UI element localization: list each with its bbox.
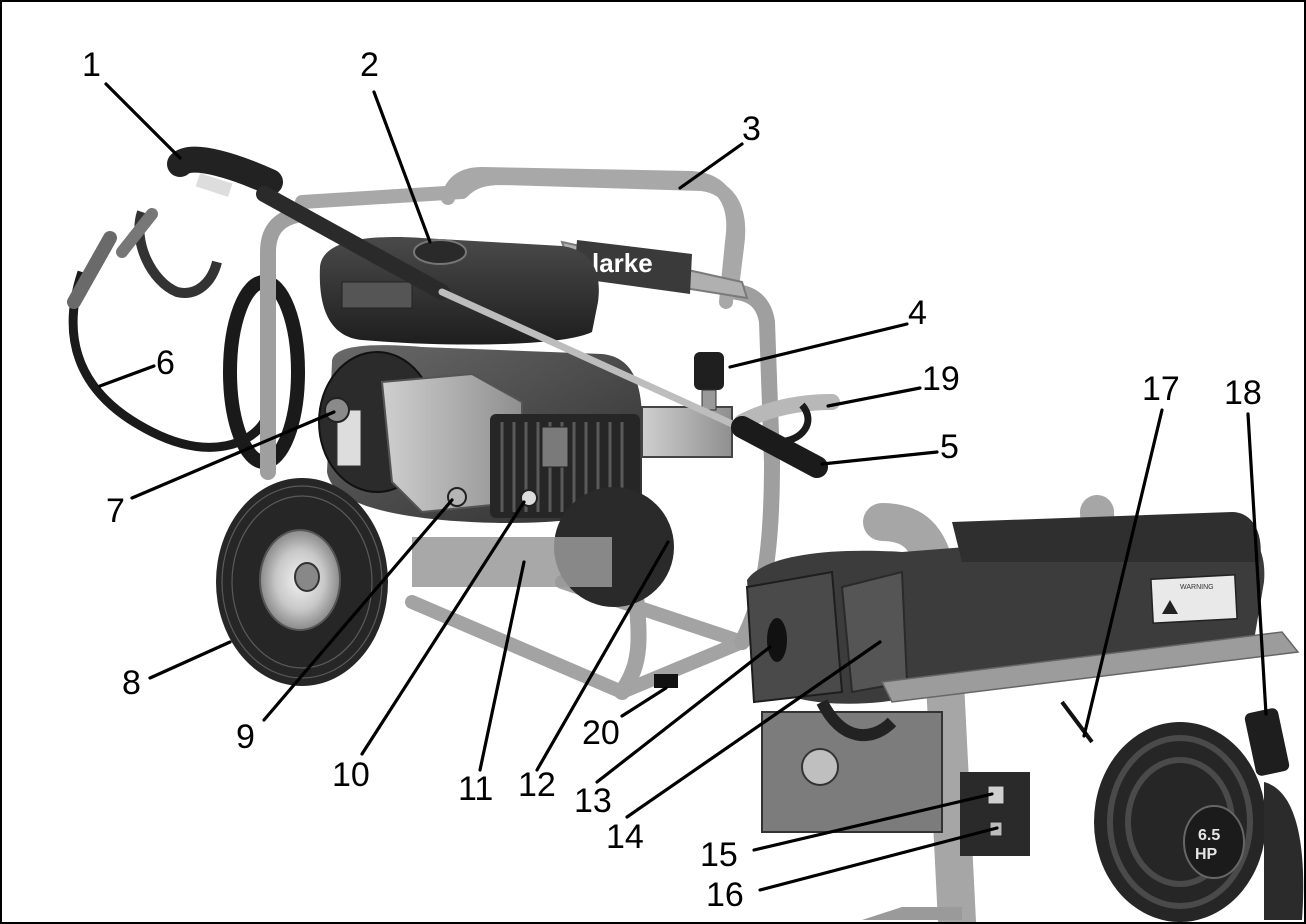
callout-9: 9 (236, 718, 255, 756)
leader-line-9 (262, 498, 454, 722)
warning-label: WARNING (1150, 574, 1238, 624)
callout-numbers: 1 2 3 4 5 6 7 8 9 10 11 12 13 14 15 16 1… (82, 46, 1262, 914)
brand-label: larke (592, 248, 653, 278)
warning-label-title: WARNING (1180, 584, 1214, 591)
callout-6: 6 (156, 344, 175, 382)
callout-15: 15 (700, 836, 738, 874)
leader-line-3 (678, 142, 744, 190)
callout-19: 19 (922, 360, 960, 398)
callout-8: 8 (122, 664, 141, 702)
wheel (216, 478, 388, 686)
callout-3: 3 (742, 110, 761, 148)
leader-line-16 (758, 826, 999, 892)
callout-4: 4 (908, 294, 927, 332)
leader-line-17 (1082, 408, 1164, 738)
callout-12: 12 (518, 766, 556, 804)
callout-10: 10 (332, 756, 370, 794)
engine-closeup-inset: WARNING 6.5 HP (745, 495, 1304, 922)
leader-line-2 (372, 90, 432, 244)
leader-line-19 (826, 386, 922, 408)
leader-line-6 (98, 364, 156, 388)
leader-lines (98, 82, 1268, 892)
callout-13: 13 (574, 782, 612, 820)
muffler (745, 570, 844, 704)
hp-unit: HP (1195, 846, 1218, 863)
leader-line-4 (728, 322, 909, 369)
hp-badge (1183, 805, 1245, 879)
fuel-cap (413, 239, 467, 265)
callout-16: 16 (706, 876, 744, 914)
leader-line-12 (535, 540, 670, 772)
air-filter-cover (840, 570, 909, 694)
leader-line-15 (752, 792, 994, 852)
high-pressure-hose (68, 270, 268, 452)
callout-17: 17 (1142, 370, 1180, 408)
leader-line-18 (1246, 412, 1268, 716)
hp-value: 6.5 (1198, 827, 1220, 844)
leader-line-8 (148, 640, 232, 680)
leader-line-20 (620, 686, 668, 718)
callout-5: 5 (940, 428, 959, 466)
callout-18: 18 (1224, 374, 1262, 412)
engine-switch-knob (324, 397, 350, 423)
lance-nozzle (731, 416, 828, 478)
callout-14: 14 (606, 818, 644, 856)
leader-line-10 (360, 500, 526, 756)
main-pressure-washer: larke (67, 146, 840, 700)
leader-line-11 (478, 560, 526, 772)
callout-7: 7 (106, 492, 125, 530)
recoil-starter: 6.5 HP (1094, 722, 1266, 922)
leader-line-13 (595, 645, 772, 784)
pressure-regulator-knob (694, 352, 724, 390)
leader-line-1 (104, 82, 182, 160)
leader-line-5 (820, 450, 939, 466)
leader-line-7 (130, 410, 336, 500)
callout-11: 11 (458, 770, 493, 808)
starter-handle (1244, 708, 1290, 776)
callout-1: 1 (82, 46, 101, 84)
spray-gun-and-lance (116, 146, 828, 478)
callout-2: 2 (360, 46, 379, 84)
callout-20: 20 (582, 714, 620, 752)
leader-line-14 (625, 640, 882, 819)
